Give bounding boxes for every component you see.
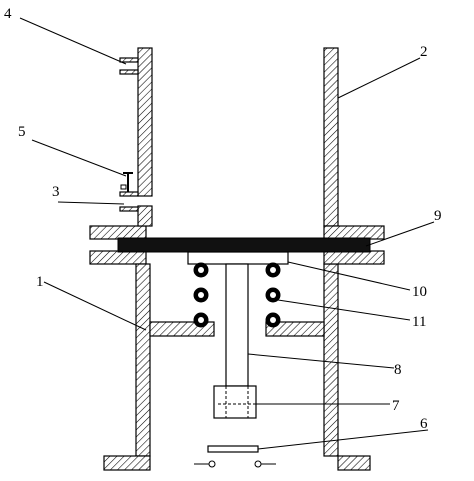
switch-part-6 [194,445,276,468]
pressure-plate-part-10 [187,251,289,265]
left-upper-tube [137,47,153,227]
spring-part-11 [193,262,281,328]
pin-part-5 [120,172,133,192]
label-6: 6 [420,416,428,432]
small-plates-part-3 [119,191,139,212]
label-4: 4 [4,6,12,22]
leader-lines [19,17,435,450]
label-11: 11 [412,314,426,330]
label-8: 8 [394,362,402,378]
upper-flange [89,225,385,240]
actuator-block-part-7 [213,385,257,419]
label-9: 9 [434,208,442,224]
lower-flange [89,250,385,265]
label-10: 10 [412,284,427,300]
label-5: 5 [18,124,26,140]
label-7: 7 [392,398,400,414]
label-1: 1 [36,274,44,290]
label-3: 3 [52,184,60,200]
left-housing-part-1 [103,263,325,471]
diaphragm-bar-part-9 [117,237,371,253]
label-2: 2 [420,44,428,60]
push-rod-part-8 [225,263,249,387]
top-plates-part-4 [119,57,139,75]
